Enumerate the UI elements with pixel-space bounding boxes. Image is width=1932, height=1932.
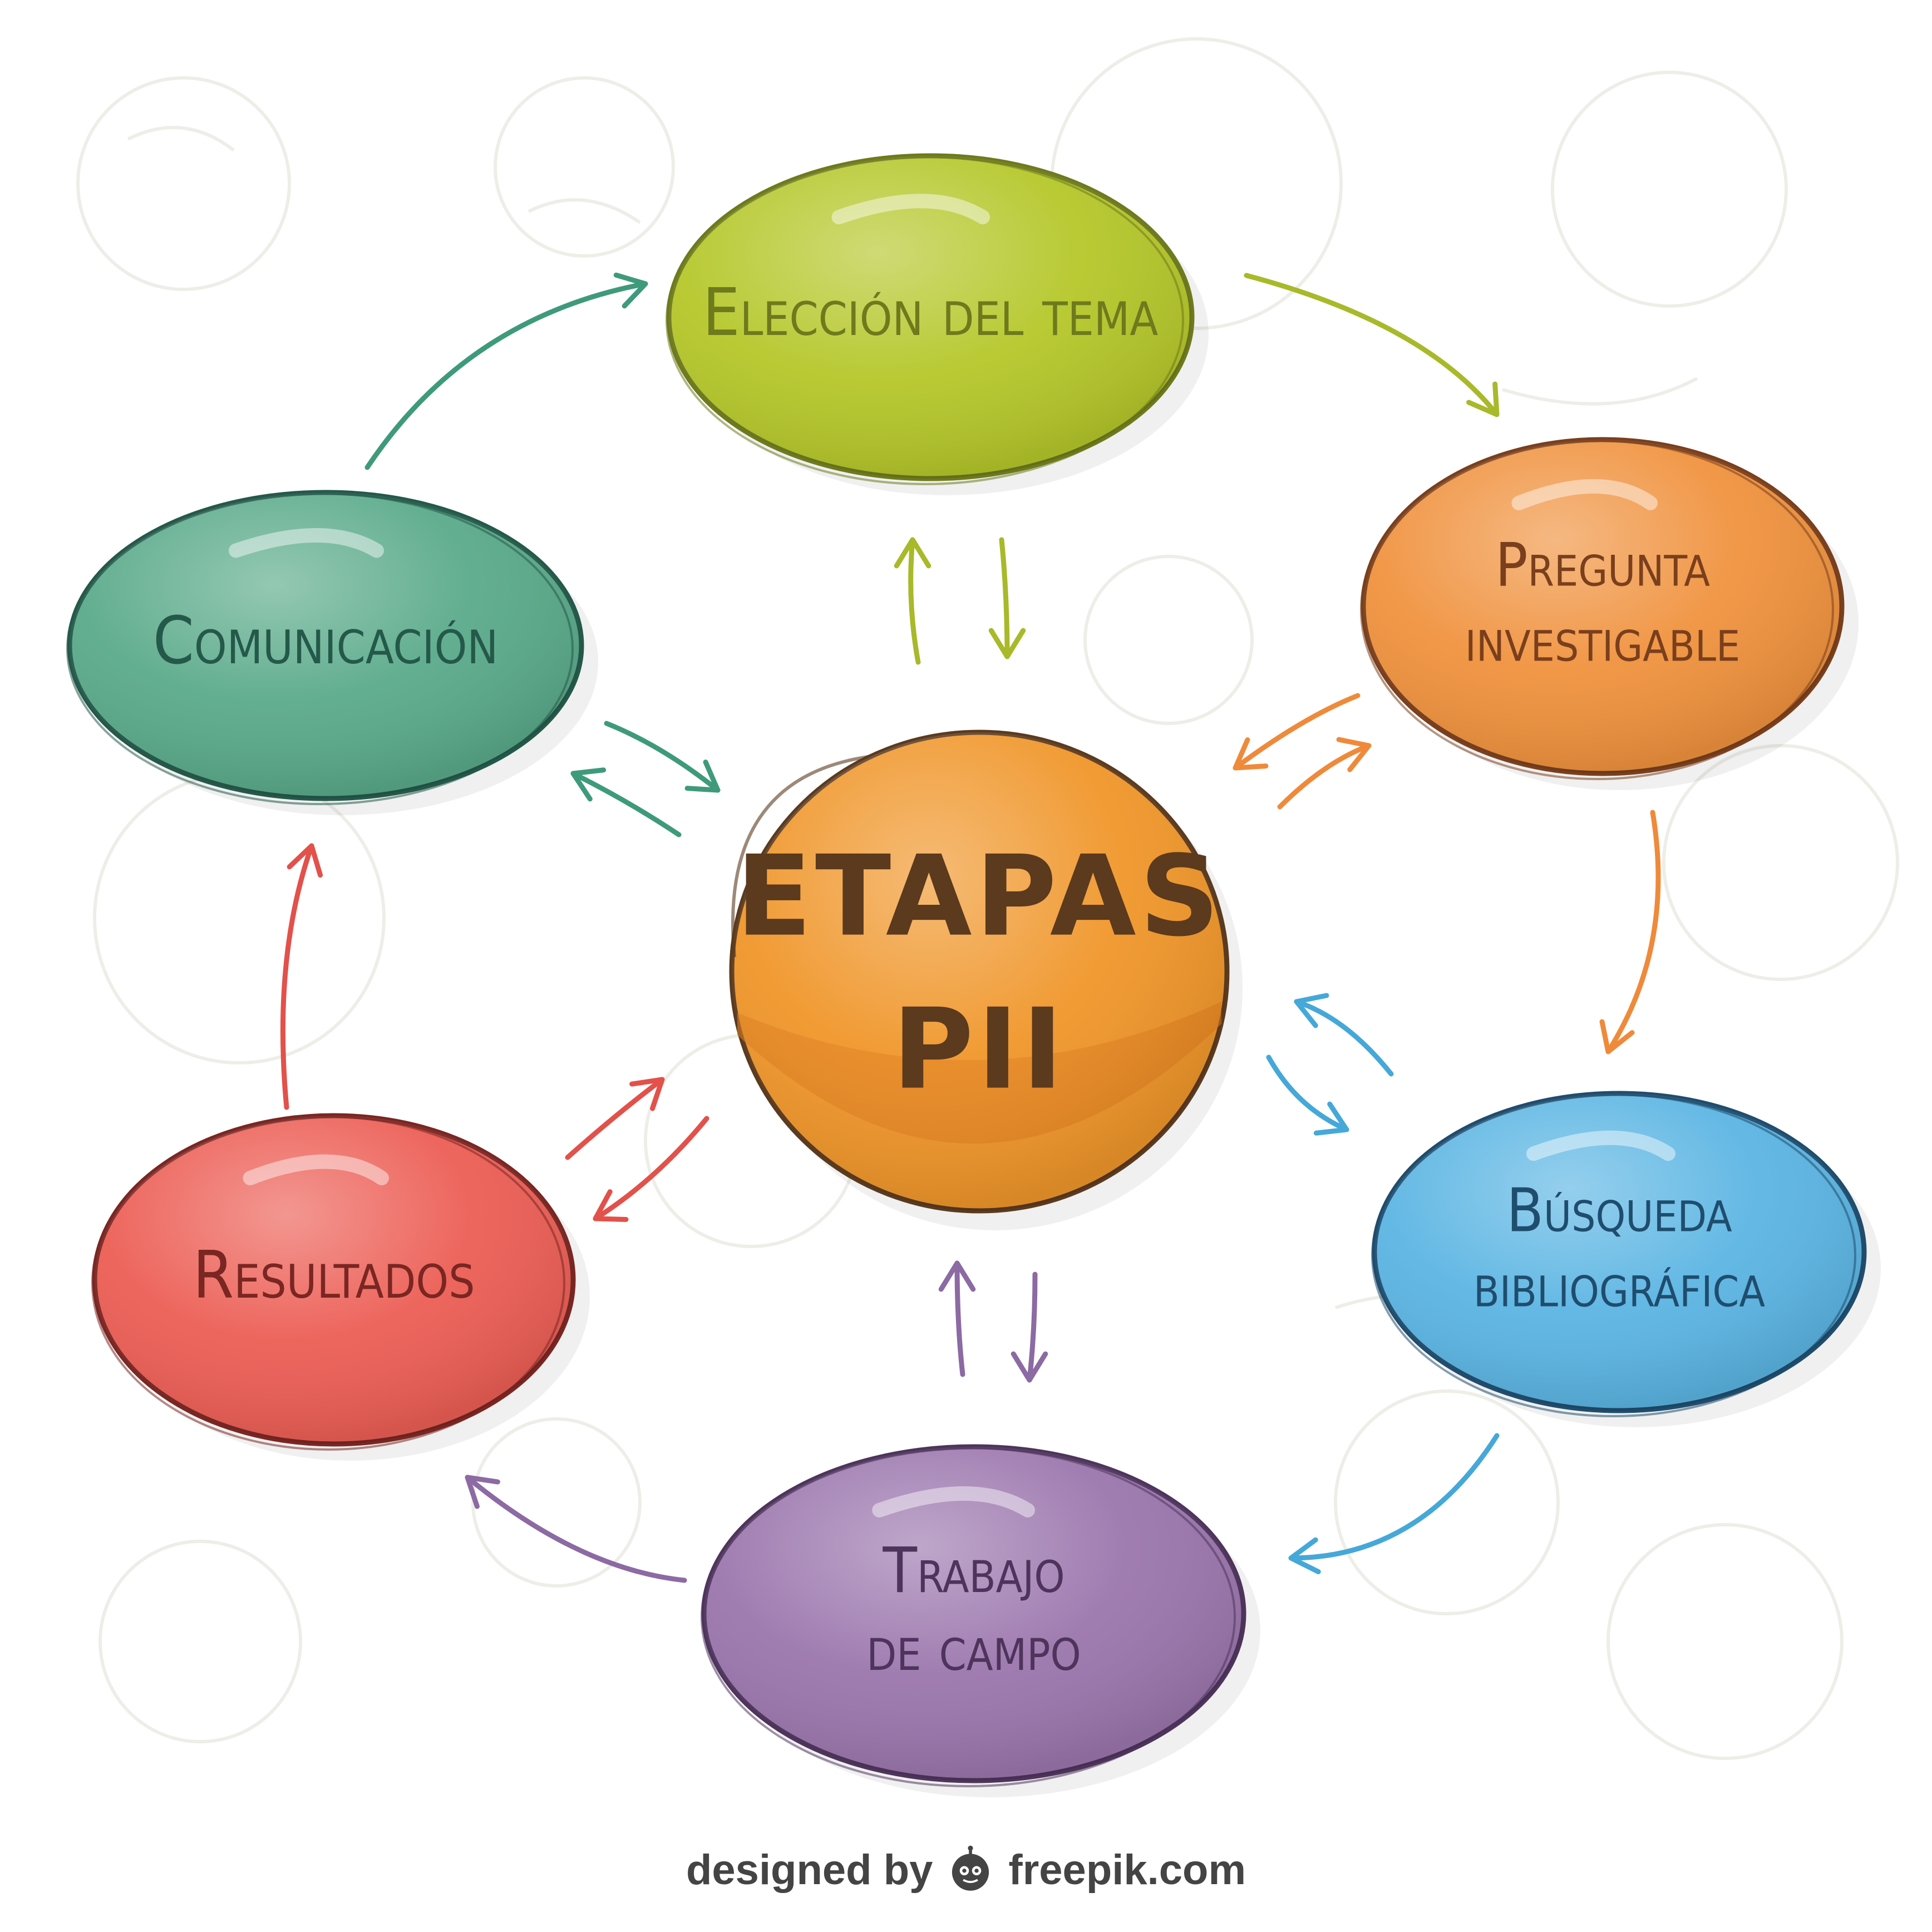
arrow-resultados-to-center: [565, 1077, 665, 1160]
node-comunicacion-label-line1: Comunicación: [153, 602, 498, 679]
node-trabajo-label-line1: Trabajo: [882, 1535, 1064, 1607]
node-eleccion-label-line1: Elección del tema: [703, 274, 1159, 351]
arrow-busqueda-to-center: [1294, 993, 1394, 1077]
arrow-busqueda-to-trabajo: [1288, 1433, 1500, 1575]
arrow-center-to-trabajo: [1011, 1271, 1048, 1383]
arrow-center-to-resultados: [593, 1116, 709, 1222]
arrow-eleccion-to-pregunta: [1244, 273, 1500, 417]
node-comunicacion: Comunicación: [66, 490, 598, 815]
node-eleccion: Elección del tema: [666, 153, 1209, 495]
node-pregunta-label-line1: Pregunta: [1495, 530, 1710, 600]
arrow-comunicacion-to-center: [604, 721, 721, 793]
node-resultados-label-line1: Resultados: [193, 1236, 475, 1313]
node-busqueda-label-line2: bibliográfica: [1473, 1251, 1765, 1320]
node-busqueda-label-line1: Búsqueda: [1506, 1176, 1732, 1245]
arrow-center-to-busqueda: [1266, 1054, 1349, 1136]
footer-brand: freepik.com: [1008, 1846, 1246, 1894]
center-title-line2: PII: [892, 985, 1066, 1115]
arrow-trabajo-to-resultados: [465, 1475, 687, 1583]
center-title-line1: ETAPAS: [736, 832, 1223, 962]
arrow-center-to-pregunta: [1277, 737, 1372, 810]
node-resultados: Resultados: [91, 1113, 590, 1461]
node-pregunta-label-line2: investigable: [1465, 605, 1740, 675]
footer-credit: designed by freepik.com: [0, 1836, 1932, 1903]
footer-prefix: designed by: [686, 1846, 933, 1894]
node-layer: Elección del temaPreguntainvestigableBús…: [66, 153, 1881, 1797]
arrow-pregunta-to-center: [1233, 693, 1361, 771]
arrow-trabajo-to-center: [938, 1260, 976, 1377]
arrow-eleccion-to-center: [988, 537, 1026, 659]
arrow-resultados-to-comunicacion: [280, 843, 323, 1110]
arrow-layer: [280, 272, 1661, 1583]
arrow-pregunta-to-busqueda: [1599, 810, 1661, 1054]
node-trabajo-label-line2: de campo: [866, 1613, 1081, 1685]
arrow-center-to-comunicacion: [570, 767, 682, 837]
arrow-comunicacion-to-eleccion: [364, 272, 648, 470]
arrow-center-to-eleccion: [894, 537, 931, 665]
freepik-logo-icon: [952, 1845, 989, 1891]
center-node-etapas-pii: ETAPAS PII: [729, 730, 1243, 1230]
